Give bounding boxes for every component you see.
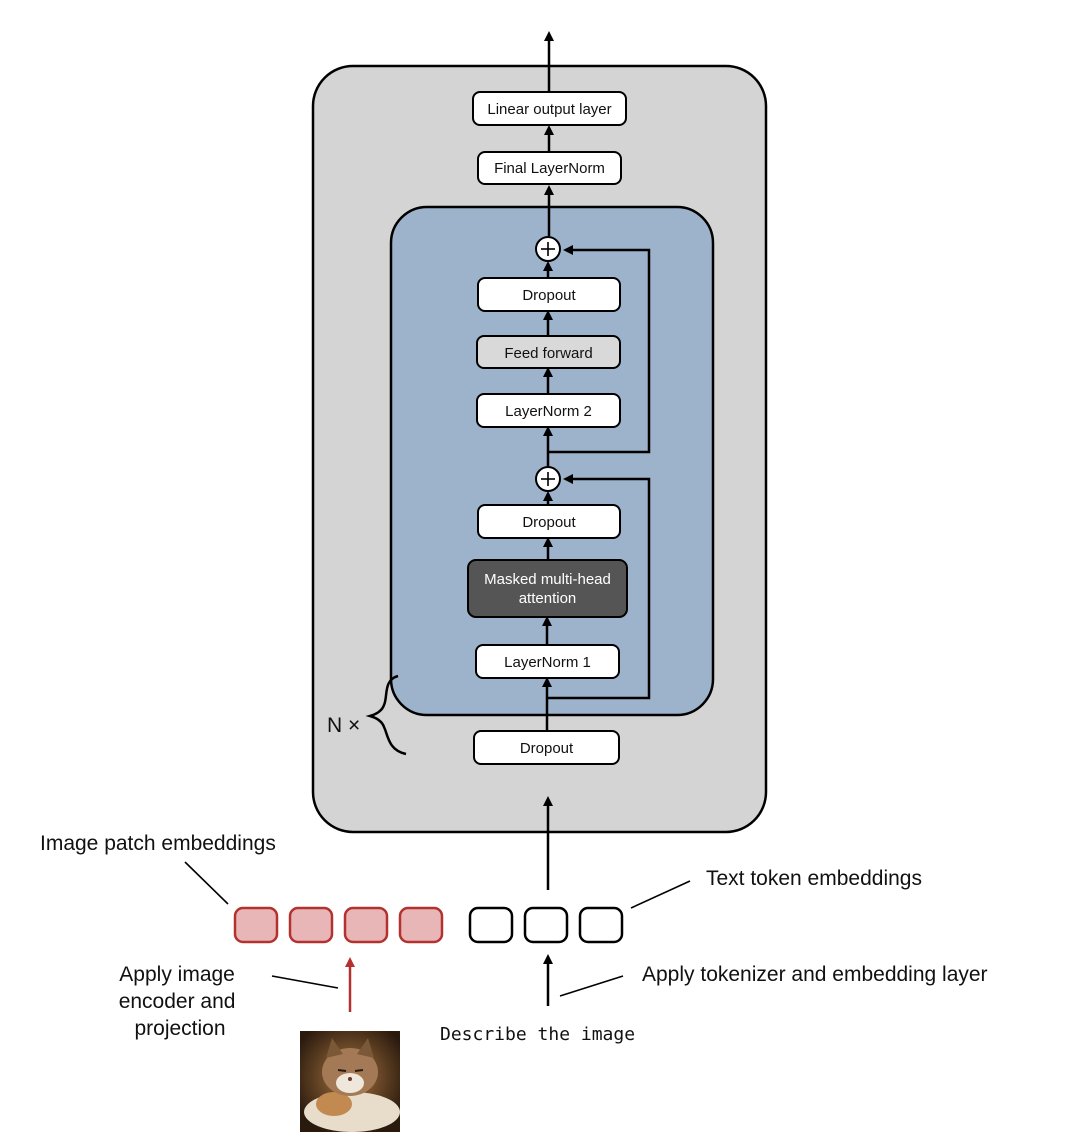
image-patch-tokens [233,906,444,944]
feed-forward-label: Feed forward [504,345,592,362]
attention-label-line2: attention [519,590,577,607]
apply-encoder-line3: projection [134,1017,225,1040]
layernorm1-label: LayerNorm 1 [504,654,591,671]
dropout-bottom-box: Dropout [473,730,620,765]
cat-image [300,1031,400,1132]
layernorm2-box: LayerNorm 2 [476,393,621,428]
final-layernorm-label: Final LayerNorm [494,160,605,177]
text-token-embeddings-label: Text token embeddings [706,867,922,890]
masked-attention-box: Masked multi-head attention [467,559,628,618]
apply-encoder-label: Apply image encoder and projection [119,963,242,1040]
text-token [578,906,624,944]
image-patch-token [343,906,389,944]
repeat-label: N × [327,714,360,737]
residual-add-middle [535,466,561,492]
text-token [468,906,514,944]
linear-output-layer-box: Linear output layer [472,91,627,126]
residual-add-top [535,236,561,262]
dropout-mid-box: Dropout [477,504,621,539]
text-token [523,906,569,944]
layernorm2-label: LayerNorm 2 [505,403,592,420]
apply-encoder-line1: Apply image [119,963,235,986]
prompt-text: Describe the image [440,1024,635,1045]
linear-output-layer-label: Linear output layer [487,101,611,118]
image-patch-token [288,906,334,944]
residual-connection-2 [548,245,651,454]
dropout-bottom-label: Dropout [520,740,574,757]
layernorm1-box: LayerNorm 1 [475,644,620,679]
feed-forward-box: Feed forward [476,335,621,369]
residual-connection-1 [547,474,651,700]
repeat-brace [365,674,407,756]
image-patch-token [233,906,279,944]
final-layernorm-box: Final LayerNorm [477,151,622,185]
apply-encoder-line2: encoder and [119,990,236,1013]
dropout-mid-label: Dropout [522,514,576,531]
image-patch-embeddings-label: Image patch embeddings [40,832,276,855]
dropout-top-label: Dropout [522,287,576,304]
attention-label-line1: Masked multi-head [484,571,611,588]
image-patch-token [398,906,444,944]
dropout-top-box: Dropout [477,277,621,312]
text-tokens [468,906,624,944]
apply-tokenizer-label: Apply tokenizer and embedding layer [642,963,988,986]
